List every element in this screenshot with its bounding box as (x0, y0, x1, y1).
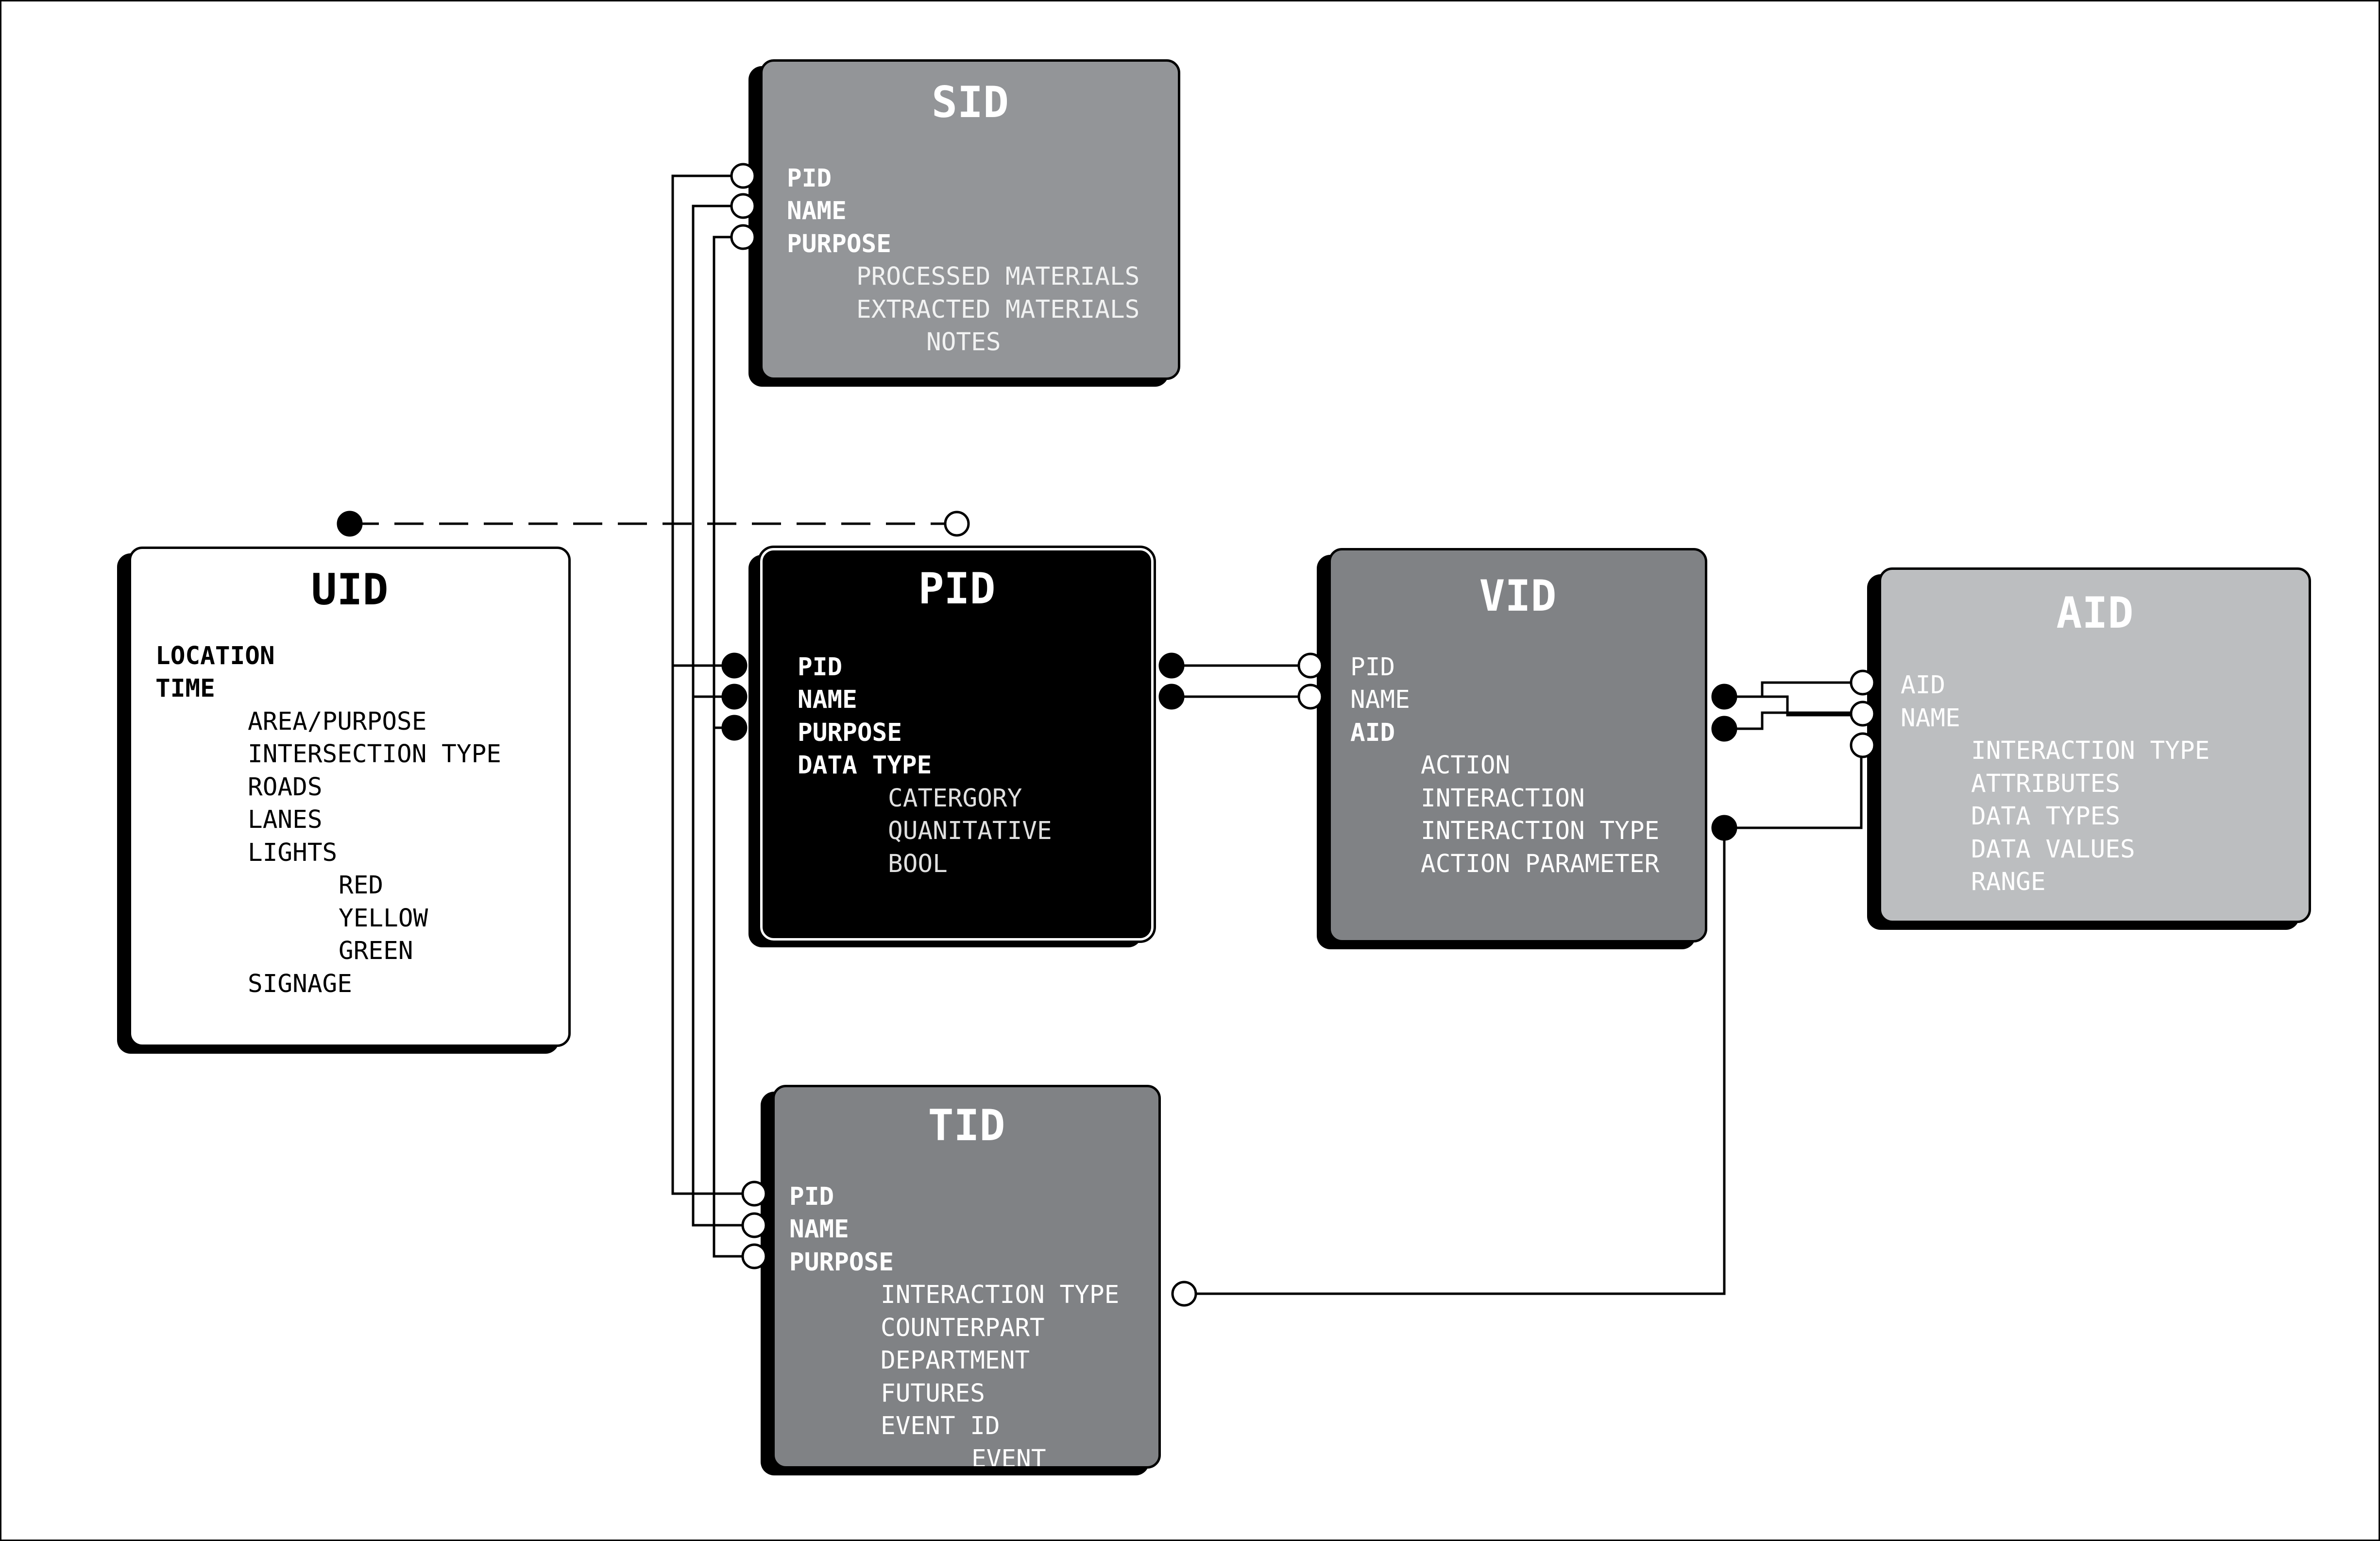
uid-key-time: TIME (155, 674, 215, 703)
uid-light-red: RED (339, 871, 384, 900)
dot-aid-itype (1850, 732, 1876, 758)
link-vid-tid (1184, 828, 1726, 1295)
dot-uid-link-filled (337, 511, 363, 537)
sid-entity: SID PID NAME PURPOSE PROCESSED MATERIALS… (760, 59, 1180, 380)
sid-key-purpose: PURPOSE (787, 230, 891, 258)
sid-attr-processed: PROCESSED MATERIALS (856, 262, 1140, 291)
aid-entity: AID AID NAME INTERACTION TYPE ATTRIBUTES… (1879, 567, 2311, 923)
uid-title: UID (311, 565, 389, 615)
dot-pid-right-name (1158, 684, 1185, 710)
pid-key-name: NAME (798, 685, 857, 714)
link-vid-aid-aid (1724, 681, 1863, 698)
tid-key-purpose: PURPOSE (789, 1248, 894, 1277)
dot-tid-name (741, 1212, 767, 1238)
dot-pid-right-pid (1158, 652, 1185, 679)
uid-key-location: LOCATION (155, 642, 275, 670)
pid-title: PID (918, 564, 996, 614)
tid-attr-futures: FUTURES (881, 1379, 985, 1408)
tid-attr-counterpart: COUNTERPART (881, 1314, 1045, 1342)
vid-attr-interaction: INTERACTION (1421, 784, 1585, 813)
vid-key-name: NAME (1350, 685, 1410, 714)
aid-attr-interaction-type: INTERACTION TYPE (1971, 736, 2210, 765)
sid-title: SID (932, 77, 1009, 127)
uid-entity: UID LOCATION TIME AREA/PURPOSE INTERSECT… (129, 547, 571, 1047)
vid-entity: VID PID NAME AID ACTION INTERACTION INTE… (1328, 548, 1707, 942)
link-vid-aid-itype (1724, 746, 1863, 829)
dot-pid-left-pid (721, 652, 748, 679)
dot-pid-left-purpose (721, 715, 748, 741)
sid-attr-extracted: EXTRACTED MATERIALS (856, 295, 1140, 324)
pid-key-pid: PID (798, 653, 843, 682)
pid-attr-bool: BOOL (888, 850, 948, 878)
tid-title: TID (928, 1100, 1005, 1150)
vid-key-aid: AID (1350, 719, 1395, 747)
tid-entity: TID PID NAME PURPOSE INTERACTION TYPE CO… (772, 1085, 1161, 1469)
dot-sid-purpose (730, 224, 756, 250)
aid-attr-data-types: DATA TYPES (1971, 802, 2121, 831)
sid-attr-notes: NOTES (926, 328, 1001, 357)
tid-attr-interaction-type: INTERACTION TYPE (881, 1281, 1120, 1309)
dot-vid-right-name (1711, 684, 1737, 710)
vid-attr-action: ACTION (1421, 751, 1511, 780)
pid-attr-category: CATERGORY (888, 784, 1022, 813)
aid-attr-range: RANGE (1971, 868, 2046, 896)
dot-uid-link-open (944, 511, 970, 537)
pid-key-data-type: DATA TYPE (798, 751, 932, 780)
tid-attr-event: EVENT (971, 1445, 1046, 1469)
vid-attr-action-parameter: ACTION PARAMETER (1421, 850, 1660, 878)
tid-attr-department: DEPARTMENT (881, 1346, 1030, 1375)
dot-vid-right-aid (1711, 716, 1737, 742)
aid-key-aid: AID (1901, 671, 1946, 700)
dot-aid-name (1850, 701, 1876, 727)
pid-entity: PID PID NAME PURPOSE DATA TYPE CATERGORY… (758, 546, 1156, 943)
aid-attr-data-values: DATA VALUES (1971, 835, 2135, 864)
tid-key-name: NAME (789, 1215, 849, 1244)
tid-key-pid: PID (789, 1182, 834, 1211)
aid-attr-attributes: ATTRIBUTES (1971, 770, 2121, 798)
dot-tid-purpose (741, 1243, 767, 1269)
vid-key-pid: PID (1350, 653, 1395, 682)
sid-key-pid: PID (787, 164, 832, 193)
dot-tid-pid (741, 1181, 767, 1207)
uid-attr-signage: SIGNAGE (248, 970, 352, 998)
dot-aid-aid (1850, 669, 1876, 696)
vid-title: VID (1479, 571, 1557, 621)
uid-attr-lanes: LANES (248, 805, 323, 834)
pid-attr-quantitative: QUANITATIVE (888, 817, 1052, 845)
aid-key-name: NAME (1901, 704, 1960, 733)
dot-vid-left-pid (1297, 652, 1324, 679)
dot-sid-pid (730, 163, 756, 189)
sid-key-name: NAME (787, 197, 847, 225)
pid-key-purpose: PURPOSE (798, 719, 902, 747)
link-vid-aid-name2 (1762, 695, 1863, 717)
dot-tid-itype (1171, 1281, 1197, 1307)
uid-attr-lights: LIGHTS (248, 839, 338, 867)
uid-light-green: GREEN (339, 937, 413, 965)
vid-attr-interaction-type: INTERACTION TYPE (1421, 817, 1660, 845)
uid-attr-area-purpose: AREA/PURPOSE (248, 707, 427, 736)
dot-vid-right-itype (1711, 815, 1737, 841)
dot-sid-name (730, 193, 756, 219)
dot-vid-left-name (1297, 684, 1324, 710)
uid-attr-intersection-type: INTERSECTION TYPE (248, 740, 501, 769)
dot-pid-left-name (721, 684, 748, 710)
tid-attr-event-id: EVENT ID (881, 1412, 1000, 1440)
uid-light-yellow: YELLOW (339, 904, 428, 933)
link-vid-aid-name (1724, 711, 1863, 730)
aid-title: AID (2056, 588, 2134, 638)
rail-pid-tid-name (692, 695, 754, 1227)
uid-attr-roads: ROADS (248, 773, 323, 802)
